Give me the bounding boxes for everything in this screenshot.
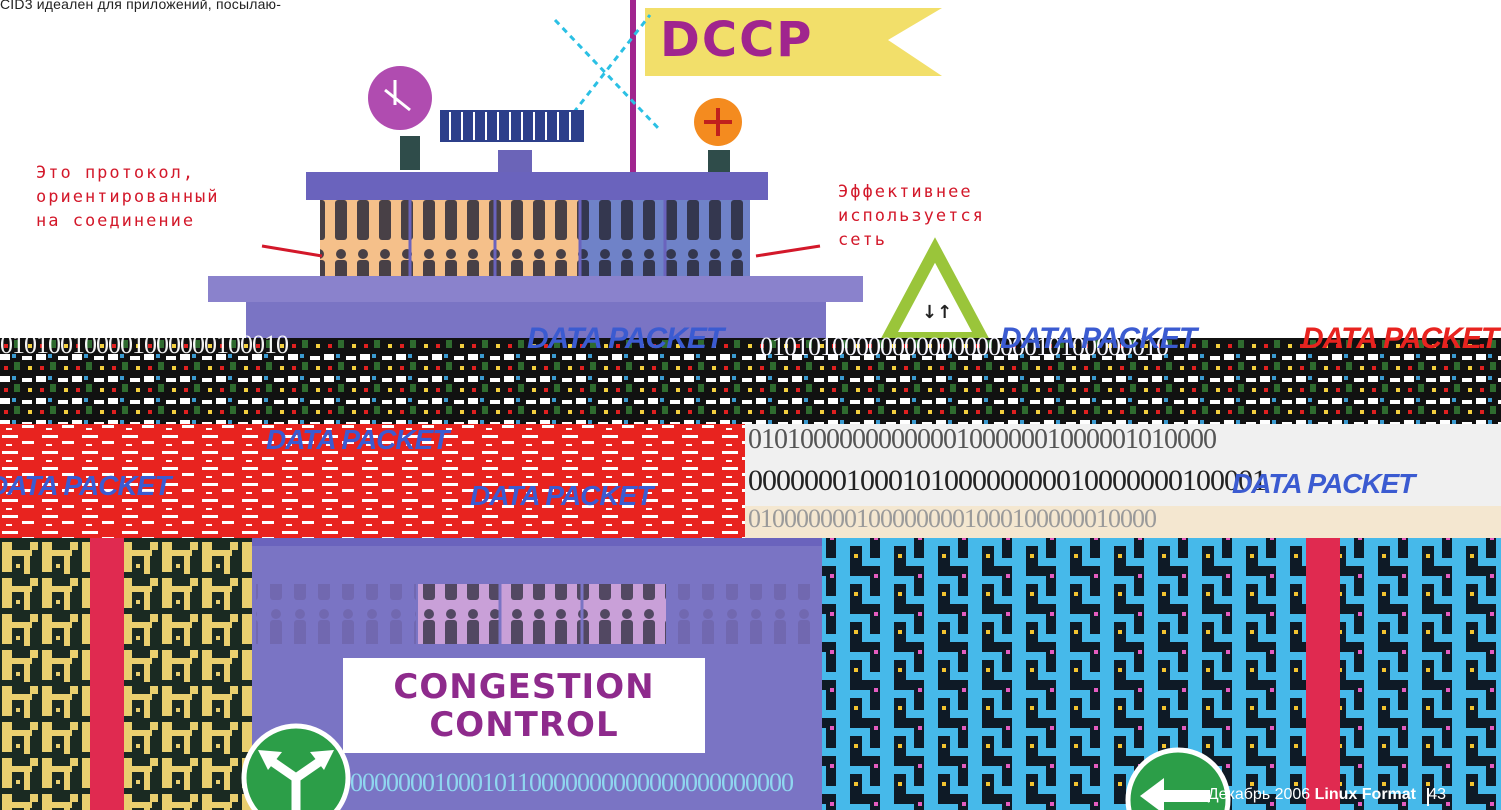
page-number: 43 — [1428, 786, 1446, 803]
data-packet-label-3: DATA PACKET — [266, 424, 449, 455]
updown-arrow-icon: ↓↑ — [922, 302, 953, 323]
folio-separator — [1427, 788, 1429, 806]
solar-panel — [440, 110, 584, 174]
plus-circle-icon — [694, 98, 742, 172]
pillar-left — [90, 538, 124, 810]
left-arrow-sign-icon — [1125, 747, 1231, 810]
sign-line-2: CONTROL — [429, 704, 619, 745]
sign-line-1: CONGESTION — [393, 666, 655, 707]
data-packet-label-2: DATA PACKET — [1000, 322, 1197, 355]
bits-top-left: 010100100001000000100010 — [0, 330, 289, 359]
triangle-sign — [877, 237, 993, 344]
upper-floor — [208, 276, 863, 302]
data-packet-label-4: DATA PACKET — [0, 470, 171, 501]
footer-magazine: Linux Format — [1314, 786, 1416, 803]
callout-left: Это протокол, ориентированный на соедине… — [36, 163, 220, 231]
circuit-left — [0, 538, 252, 810]
data-band-top — [0, 338, 1501, 426]
footer-month-year: Декабрь 2006 — [1207, 786, 1311, 803]
bits-row-1: 010100000000000010000001000001010000 — [748, 424, 1217, 455]
split-arrow-sign-icon — [241, 723, 351, 810]
bits-row-2: 0000000100010100000000010000000100001 — [748, 464, 1267, 497]
congestion-control-sign: CONGESTION CONTROL — [343, 658, 705, 753]
flag-label: DCCP — [660, 12, 814, 68]
bits-top-right: 0101010000000000000000010100000010 — [760, 332, 1169, 361]
data-band-red — [0, 424, 745, 538]
bits-row-4: 0000000100010110000000000000000000000 — [350, 768, 794, 797]
data-packet-label-red: DATA PACKET — [1302, 322, 1499, 355]
page-footer: Декабрь 2006 Linux Format 43 — [1200, 786, 1501, 810]
data-packet-label-6: DATA PACKET — [1232, 468, 1415, 499]
intro-text: CID3 идеален для приложений, посылаю- — [0, 0, 282, 12]
pillar-right — [1306, 538, 1340, 810]
upper-roof — [306, 172, 768, 200]
folio-text: Декабрь 2006 Linux Format — [1208, 786, 1416, 804]
bits-row-3: 0100000001000000001000100000010000 — [748, 504, 1157, 533]
satellite-dish-icon — [368, 66, 432, 170]
dccp-flag — [630, 0, 942, 178]
data-packet-label-1: DATA PACKET — [527, 322, 724, 355]
callout-right: Эффективнее используется сеть — [838, 182, 985, 250]
data-packet-label-5: DATA PACKET — [470, 480, 653, 511]
